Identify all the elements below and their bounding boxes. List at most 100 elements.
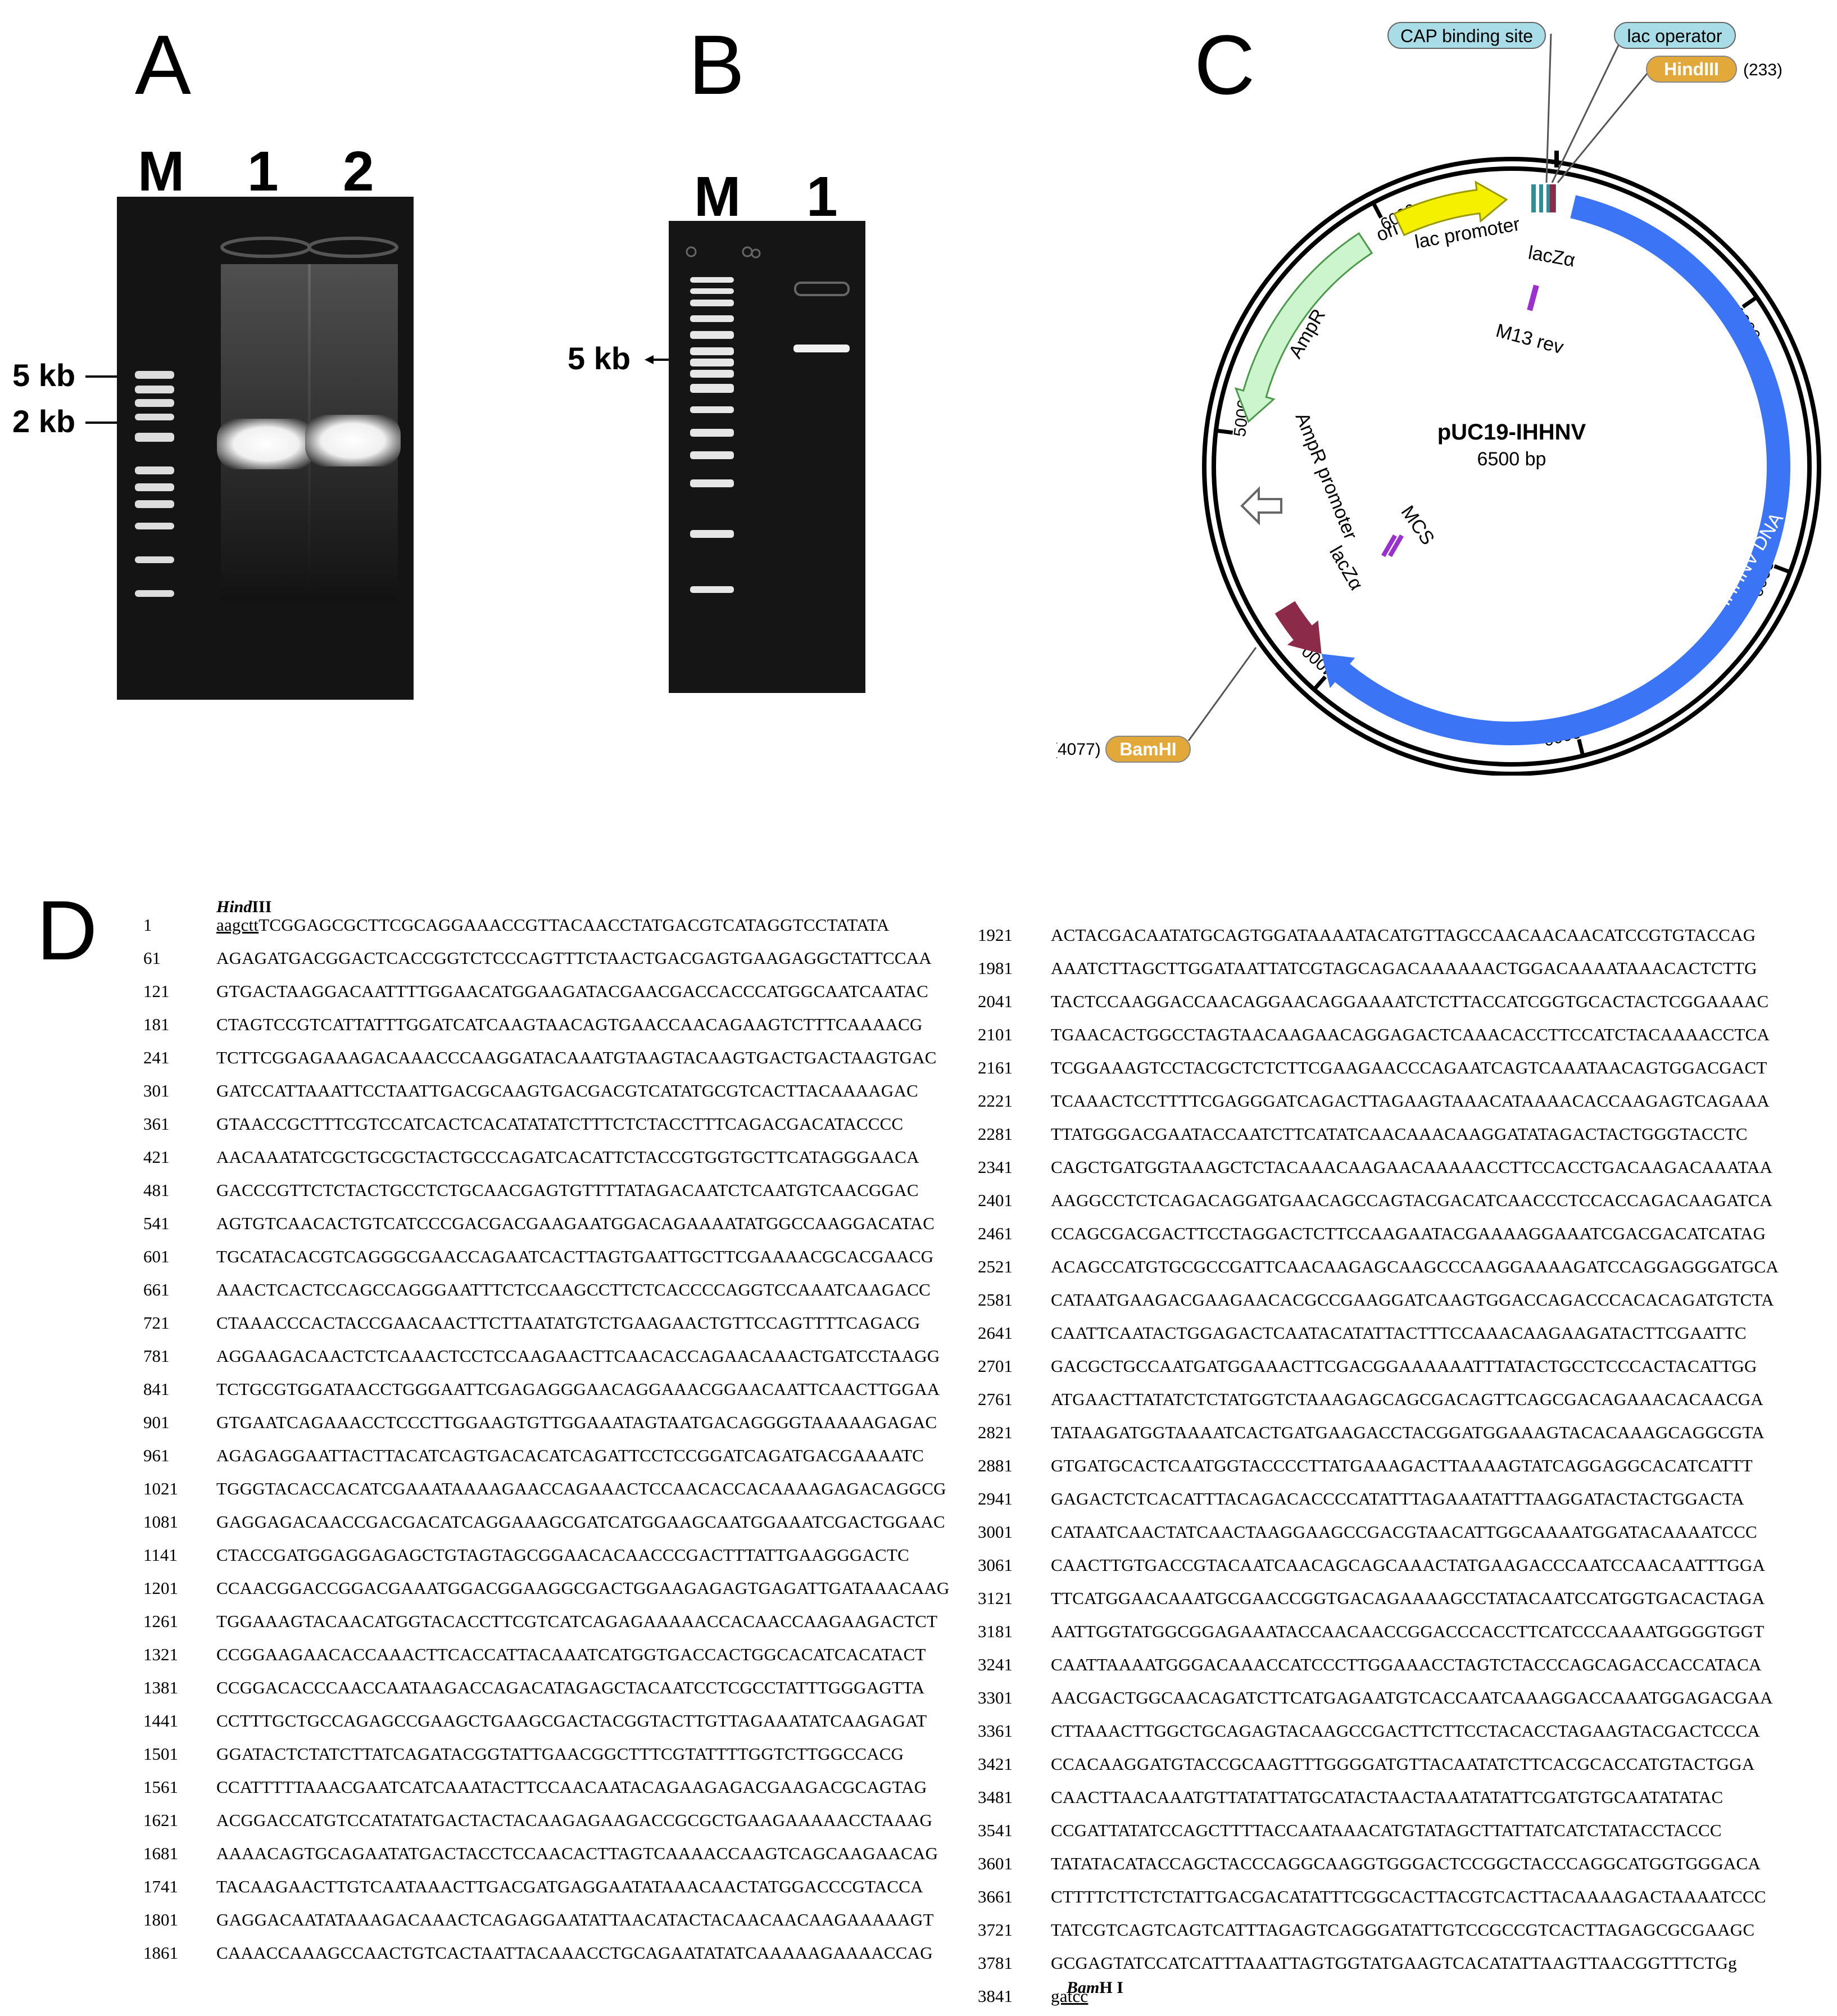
marker-label-5kb-b: 5 kb (568, 341, 631, 376)
bamhi-site-label: BamH I (1067, 1978, 1123, 1997)
tick-mark-5000 (1215, 428, 1233, 435)
sequence-bases: CATAATGAAGACGAAGAACACGCCGAAGGATCAAGTGGAC… (1051, 1290, 1774, 1310)
sequence-bases: TCGGAAAGTCCTACGCTCTCTTCGAAGAACCCAGAATCAG… (1051, 1058, 1767, 1077)
hindiii-position: (233) (1743, 61, 1782, 79)
sequence-bases: TGGAAAGTACAACATGGTACACCTTCGTCATCAGAGAAAA… (216, 1611, 938, 1631)
sequence-row-number: 3661 (978, 1887, 1013, 1906)
sequence-row-number: 3001 (978, 1522, 1013, 1542)
sequence-row-text: GGATACTCTATCTTATCAGATACGGTATTGAACGGCTTTC… (216, 1744, 904, 1764)
sequence-bases: CCAGCGACGACTTCCTAGGACTCTTCCAAGAATACGAAAA… (1051, 1224, 1766, 1243)
mcs-marker (1381, 534, 1404, 558)
sequence-row-number: 541 (143, 1213, 170, 1233)
sequence-row-number: 2101 (978, 1025, 1013, 1044)
sequence-row-text: CCGGAAGAACACCAAACTTCACCATTACAAATCATGGTGA… (216, 1644, 926, 1665)
sequence-row-number: 721 (143, 1313, 170, 1333)
marker-label-2kb: 2 kb (12, 404, 76, 439)
sequence-row-text: TTCATGGAACAAATGCGAACCGGTGACAGAAAAGCCTATA… (1051, 1588, 1765, 1609)
lacz-alpha-top-label: lacZα (1527, 242, 1577, 271)
sequence-bases: AGAGAGGAATTACTTACATCAGTGACACATCAGATTCCTC… (216, 1446, 924, 1465)
sequence-row-number: 2221 (978, 1091, 1013, 1111)
sequence-bases: TATAAGATGGTAAAATCACTGATGAAGACCTACGGATGGA… (1051, 1422, 1765, 1442)
sequence-bases: AATTGGTATGGCGGAGAAATACCAACAACCGGACCCACCT… (1051, 1621, 1765, 1641)
sequence-bases: TGGGTACACCACATCGAAATAAAAGAACCAGAAACTCCAA… (216, 1479, 946, 1498)
sequence-row-text: TACAAGAACTTGTCAATAAACTTGACGATGAGGAATATAA… (216, 1877, 923, 1897)
sequence-row-number: 1201 (143, 1578, 178, 1598)
sequence-bases: CAGCTGATGGTAAAGCTCTACAAACAAGAACAAAAACCTT… (1051, 1157, 1773, 1177)
sequence-row-text: TCTTCGGAGAAAGACAAACCCAAGGATACAAATGTAAGTA… (216, 1048, 937, 1068)
sequence-bases: CCGGACACCCAACCAATAAGACCAGACATAGAGCTACAAT… (216, 1678, 925, 1697)
sequence-row-number: 2641 (978, 1323, 1013, 1343)
sequence-bases: TTATGGGACGAATACCAATCTTCATATCAACAAACAAGGA… (1051, 1124, 1748, 1144)
sequence-row-text: CTAAACCCACTACCGAACAACTTCTTAATATGTCTGAAGA… (216, 1313, 920, 1333)
bamhi-site-sequence: gatcc (1051, 1986, 1088, 2006)
panel-letter-c: C (1194, 17, 1255, 112)
sequence-row-text: TGAACACTGGCCTAGTAACAAGAACAGGAGACTCAAACAC… (1051, 1025, 1770, 1045)
sequence-row-number: 1381 (143, 1678, 178, 1697)
sequence-row-number: 181 (143, 1014, 170, 1034)
sequence-row-text: CTTAAACTTGGCTGCAGAGTACAAGCCGACTTCTTCCTAC… (1051, 1721, 1760, 1741)
sequence-row-number: 1681 (143, 1843, 178, 1863)
sequence-row-text: AACGACTGGCAACAGATCTTCATGAGAATGTCACCAATCA… (1051, 1688, 1773, 1708)
sequence-bases: ACTACGACAATATGCAGTGGATAAAATACATGTTAGCCAA… (1051, 925, 1756, 945)
sequence-row-number: 481 (143, 1180, 170, 1200)
sequence-row-number: 241 (143, 1048, 170, 1067)
feature-arcs (1234, 180, 1791, 745)
sequence-row-text: AAGGCCTCTCAGACAGGATGAACAGCCAGTACGACATCAA… (1051, 1190, 1772, 1211)
lac-operator-callout-label: lac operator (1627, 26, 1722, 46)
sequence-bases: GTGATGCACTCAATGGTACCCCTTATGAAAGACTTAAAAG… (1051, 1456, 1753, 1475)
sequence-bases: GATCCATTAAATTCCTAATTGACGCAAGTGACGACGTCAT… (216, 1081, 918, 1100)
sequence-bases: GACCCGTTCTCTACTGCCTCTGCAACGAGTGTTTTATAGA… (216, 1180, 919, 1200)
sequence-bases: TCGGAGCGCTTCGCAGGAAACCGTTACAACCTATGACGTC… (258, 915, 890, 935)
sequence-row-number: 3841 (978, 1986, 1013, 2006)
sequence-row-text: TCTGCGTGGATAACCTGGGAATTCGAGAGGGAACAGGAAA… (216, 1379, 940, 1399)
sequence-row-number: 1501 (143, 1744, 178, 1764)
sequence-row-text: CATAATGAAGACGAAGAACACGCCGAAGGATCAAGTGGAC… (1051, 1290, 1774, 1310)
hindiii-site-sequence: aagctt (216, 915, 259, 935)
sequence-bases: TGAACACTGGCCTAGTAACAAGAACAGGAGACTCAAACAC… (1051, 1025, 1770, 1044)
sequence-row-number: 1441 (143, 1711, 178, 1730)
sequence-row-number: 421 (143, 1147, 170, 1167)
sequence-row-text: AAATCTTAGCTTGGATAATTATCGTAGCAGACAAAAAACT… (1051, 958, 1757, 978)
lacz-alpha-bottom-label: lacZα (1325, 542, 1367, 594)
sequence-bases: GTGAATCAGAAACCTCCCTTGGAAGTGTTGGAAATAGTAA… (216, 1412, 937, 1432)
sequence-row-text: TGGAAAGTACAACATGGTACACCTTCGTCATCAGAGAAAA… (216, 1611, 937, 1632)
sequence-row-text: CCACAAGGATGTACCGCAAGTTTGGGGATGTTACAATATC… (1051, 1754, 1754, 1774)
tick-mark-6000 (1371, 202, 1383, 219)
sequence-row-number: 961 (143, 1446, 170, 1465)
sequence-row-number: 3061 (978, 1555, 1013, 1575)
sequence-row-text: CCTTTGCTGCCAGAGCCGAAGCTGAAGCGACTACGGTACT… (216, 1711, 927, 1731)
sequence-row-text: TCAAACTCCTTTTCGAGGGATCAGACTTAGAAGTAAACAT… (1051, 1091, 1770, 1111)
sequence-row-number: 1561 (143, 1777, 178, 1797)
sequence-row-text: GAGGACAATATAAAGACAAACTCAGAGGAATATTAACATA… (216, 1910, 934, 1930)
sequence-row-text: AGTGTCAACACTGTCATCCCGACGACGAAGAATGGACAGA… (216, 1213, 935, 1234)
sequence-row-number: 3241 (978, 1655, 1013, 1674)
sequence-row-number: 3781 (978, 1953, 1013, 1973)
sequence-bases: AAGGCCTCTCAGACAGGATGAACAGCCAGTACGACATCAA… (1051, 1190, 1773, 1210)
sequence-row-number: 601 (143, 1247, 170, 1266)
feature-arc-ihhnv-dna (1321, 195, 1791, 745)
sequence-row-number: 1141 (143, 1545, 178, 1565)
sequence-bases: ACAGCCATGTGCGCCGATTCAACAAGAGCAAGCCCAAGGA… (1051, 1257, 1779, 1276)
sequence-bases: CCGGAAGAACACCAAACTTCACCATTACAAATCATGGTGA… (216, 1644, 926, 1664)
sequence-row-text: CAACTTGTGACCGTACAATCAACAGCAGCAAACTATGAAG… (1051, 1555, 1765, 1575)
sequence-bases: AGTGTCAACACTGTCATCCCGACGACGAAGAATGGACAGA… (216, 1213, 935, 1233)
sequence-bases: CCATTTTTAAACGAATCATCAAATACTTCCAACAATACAG… (216, 1777, 927, 1797)
sequence-row-text: GAGACTCTCACATTTACAGACACCCCATATTTAGAAATAT… (1051, 1489, 1744, 1509)
sequence-bases: AAATCTTAGCTTGGATAATTATCGTAGCAGACAAAAAACT… (1051, 958, 1757, 978)
sequence-row-text: CTTTTCTTCTCTATTGACGACATATTTCGGCACTTACGTC… (1051, 1887, 1766, 1907)
lac-operator-block (1531, 184, 1556, 212)
sequence-row-number: 3541 (978, 1820, 1013, 1840)
lac-operator-callout-box (1614, 22, 1736, 49)
sequence-row-text: ACTACGACAATATGCAGTGGATAAAATACATGTTAGCCAA… (1051, 925, 1756, 945)
sequence-bases: TTCATGGAACAAATGCGAACCGGTGACAGAAAAGCCTATA… (1051, 1588, 1765, 1608)
sequence-row-text: TATATACATACCAGCTACCCAGGCAAGGTGGGACTCCGGC… (1051, 1854, 1761, 1874)
sequence-row-number: 2941 (978, 1489, 1013, 1508)
sequence-row-text: CTAGTCCGTCATTATTTGGATCATCAAGTAACAGTGAACC… (216, 1014, 923, 1035)
sequence-bases: TACTCCAAGGACCAACAGGAACAGGAAAATCTCTTACCAT… (1051, 991, 1769, 1011)
sequence-row-text: ATGAACTTATATCTCTATGGTCTAAAGAGCAGCGACAGTT… (1051, 1389, 1763, 1410)
lane-label-m-b: M (694, 165, 741, 228)
sequence-bases: CAATTAAAATGGGACAAACCATCCCTTGGAAACCTAGTCT… (1051, 1655, 1762, 1674)
sequence-bases: AACAAATATCGCTGCGCTACTGCCCAGATCACATTCTACC… (216, 1147, 919, 1167)
